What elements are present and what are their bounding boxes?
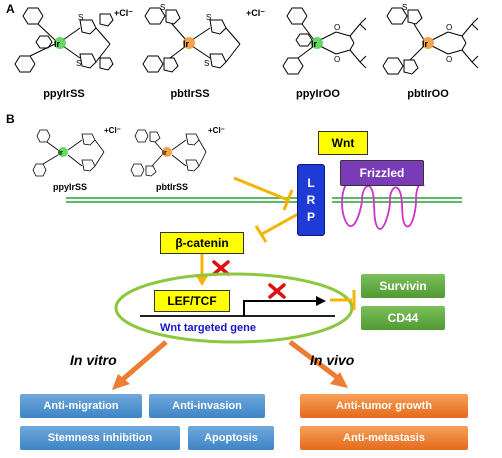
metal-center-b1 [58,147,68,157]
svg-text:Ir: Ir [54,39,61,49]
label-pbtIrOO: pbtIrOO [407,88,449,100]
gene-label: Wnt targeted gene [160,322,256,334]
structure-b-ppyIrSS [32,129,105,177]
structure-b-pbtIrSS [130,129,207,177]
svg-text:Ir: Ir [311,39,318,49]
svg-text:S: S [204,59,209,68]
metal-center-4 [422,37,434,49]
label-ppyIrOO: ppyIrOO [295,88,340,100]
inhibit-lrp-catenin-bar [254,225,268,243]
svg-text:Ir: Ir [422,39,429,49]
arrow-in-vivo [288,340,340,380]
structure-pbtIrSS [142,7,241,73]
svg-text:S: S [206,13,211,22]
effect-anti-tumor-growth: Anti-tumor growth [300,394,468,418]
cd44-box: CD44 [361,306,445,330]
arrow-in-vitro [120,340,168,382]
charge-ppyIrSS: +Cl⁻ [114,8,134,18]
catenin-arrow-head [196,276,208,286]
inhibit-drug-lrp-line [233,176,289,202]
effect-stemness-inhibition: Stemness inhibition [20,426,180,450]
label-ppyIrSS: ppyIrSS [43,88,85,100]
lrp-letter-l: L [307,175,315,190]
charge-b-ppyIrSS: +Cl⁻ [104,126,121,135]
nucleus-oval [114,272,354,344]
effect-anti-migration: Anti-migration [20,394,142,418]
effect-anti-invasion: Anti-invasion [149,394,265,418]
structure-ppyIrSS [14,7,114,73]
svg-text:Ir: Ir [183,39,190,49]
inhibit-drug-lrp-bar [282,189,294,211]
lrp-letter-r: R [306,192,316,207]
svg-text:S: S [160,3,165,12]
svg-text:Ir: Ir [162,150,167,157]
structure-pbtIrOO [382,7,479,75]
effect-apoptosis: Apoptosis [188,426,274,450]
panel-a-letter: A [6,2,15,16]
svg-text:Ir: Ir [58,150,63,157]
lrp-letter-p: P [306,209,315,224]
metal-center-1 [54,37,66,49]
charge-pbtIrSS: +Cl⁻ [246,8,266,18]
svg-text:O: O [446,23,452,32]
panel-b-letter: B [6,112,15,126]
frizzled-box: Frizzled [340,160,424,186]
tss-arrow [243,300,318,316]
inhibit-lrp-catenin-line [261,212,299,236]
label-b-ppyIrSS: ppyIrSS [52,182,87,192]
svg-text:O: O [446,55,452,64]
label-pbtIrSS: pbtIrSS [170,88,210,100]
svg-text:S: S [78,13,83,22]
tss-arrow-head [316,296,326,306]
in-vivo-label: In vivo [310,352,355,368]
frizzled-coil [341,181,425,230]
structure-ppyIrOO [282,7,367,75]
wnt-box: Wnt [318,131,368,155]
in-vitro-label: In vitro [70,352,117,368]
metal-center-b2 [162,147,172,157]
svg-text:O: O [334,23,340,32]
lrp-box: L R P [297,164,325,236]
block-x-1 [212,260,230,276]
svg-text:S: S [402,3,407,12]
label-b-pbtIrSS: pbtIrSS [155,182,188,192]
lef-tcf-box: LEF/TCF [154,290,230,312]
metal-center-3 [311,37,323,49]
charge-b-pbtIrSS: +Cl⁻ [208,126,225,135]
svg-text:O: O [334,55,340,64]
svg-text:S: S [76,59,81,68]
survivin-box: Survivin [361,274,445,298]
beta-catenin-box: β-catenin [160,232,244,254]
block-x-2 [268,283,286,299]
metal-center-2 [183,37,195,49]
effect-anti-metastasis: Anti-metastasis [300,426,468,450]
